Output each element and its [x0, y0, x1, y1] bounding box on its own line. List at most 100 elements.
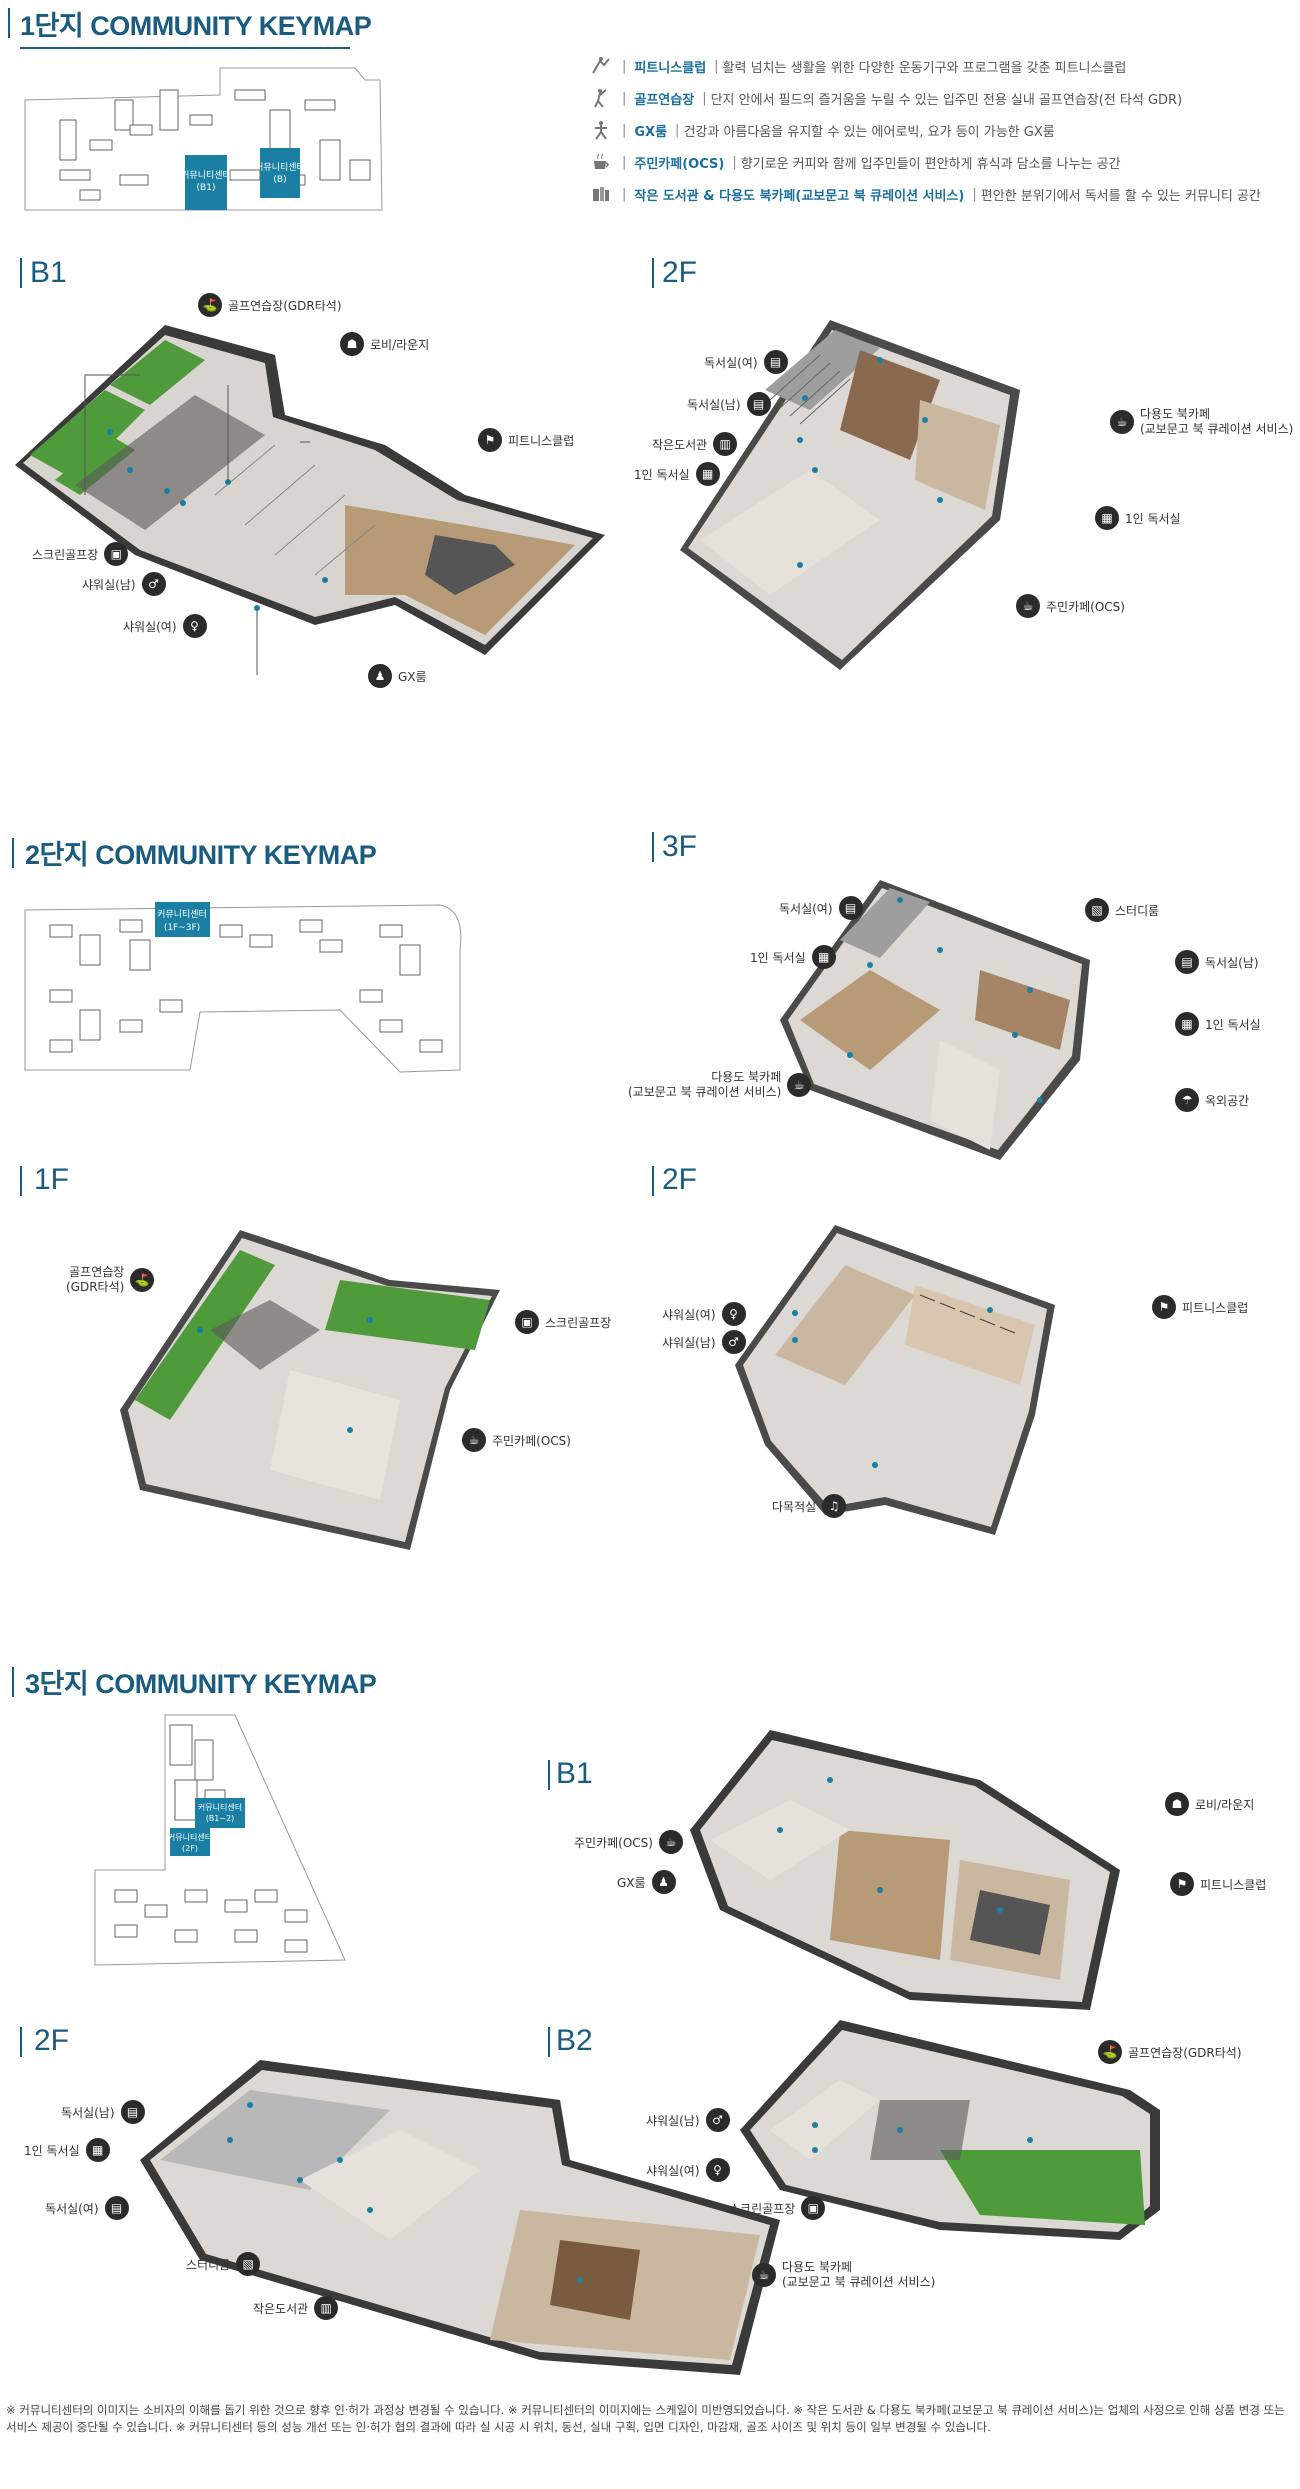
callout-small-library: 작은도서관 ▥: [652, 432, 738, 456]
legend-desc: 건강과 아름다움을 유지할 수 있는 에어로빅, 요가 등이 가능한 GX룸: [683, 124, 1055, 140]
book-icon: ▤: [763, 350, 788, 374]
legend-row-library: |작은 도서관 & 다용도 북카페(교보문고 북 큐레이션 서비스)| 편안한 …: [590, 178, 1280, 210]
keymap-complex-3: 커뮤니티센터 (B1~2) 커뮤니티센터 (2F): [94, 1714, 346, 1966]
legend-desc: 활력 넘치는 생활을 위한 다양한 운동기구와 프로그램을 갖춘 피트니스클럽: [722, 60, 1127, 76]
callout-label: 작은도서관: [253, 2301, 309, 2316]
callout-single-reading-2: ▦1인 독서실: [1095, 506, 1181, 530]
svg-text:커뮤니티센터: 커뮤니티센터: [181, 170, 231, 181]
callout-fitness-c2: ⚑피트니스클럽: [1152, 1295, 1248, 1319]
title-bar: [12, 1667, 14, 1697]
callout-reading-f-c2: 독서실(여)▤: [779, 896, 863, 920]
floor-label-c3-b2: B2: [556, 2024, 593, 2057]
gx-icon: ♟: [368, 664, 392, 688]
callout-label: 스크린골프장: [545, 1315, 612, 1330]
library-icon: ▥: [713, 432, 738, 456]
legend-row-gx: |GX룸| 건강과 아름다움을 유지할 수 있는 에어로빅, 요가 등이 가능한…: [590, 114, 1280, 146]
book-icon: ▤: [120, 2100, 145, 2124]
svg-text:(1F~3F): (1F~3F): [164, 923, 200, 933]
floor-bar: [20, 2027, 22, 2057]
fitness-icon: ⚑: [1152, 1295, 1176, 1319]
callout-label: 샤워실(남): [82, 577, 136, 592]
svg-text:커뮤니티센터: 커뮤니티센터: [157, 909, 207, 920]
cafe-icon: ☕: [658, 1830, 683, 1854]
callout-label: 작은도서관: [652, 437, 708, 452]
callout-label: 독서실(여): [779, 901, 833, 916]
book-icon: ▤: [1175, 950, 1199, 974]
keymap-complex-1: 커뮤니티센터 (B1) 커뮤니티센터 (B): [24, 67, 383, 211]
callout-sublabel: (교보문고 북 큐레이션 서비스): [628, 1085, 782, 1099]
floor-label-c1-b1: B1: [30, 256, 67, 289]
floor-plan-c2-2f: [735, 1225, 1055, 1535]
callout-reading-m-c2: ▤ 독서실(남): [1175, 950, 1259, 974]
legend-desc: 단지 안에서 필드의 즐거움을 누릴 수 있는 입주민 전용 실내 골프연습장(…: [710, 92, 1183, 108]
callout-label: GX룸: [398, 669, 427, 684]
desk-icon: ▦: [85, 2138, 110, 2162]
screen-golf-icon: ▣: [801, 2196, 826, 2220]
callout-label: 독서실(남): [1205, 955, 1259, 970]
callout-study-room-c3: 스터디룸▧: [186, 2252, 261, 2276]
library-icon: [593, 187, 609, 201]
callout-label: GX룸: [617, 1875, 646, 1890]
shower-icon: ♂: [705, 2108, 730, 2132]
callout-label: 독서실(남): [687, 397, 741, 412]
callout-fitness: ⚑피트니스클럽: [478, 428, 574, 452]
svg-text:커뮤니티센터: 커뮤니티센터: [255, 162, 305, 173]
callout-cafe-c2: ☕주민카페(OCS): [462, 1428, 571, 1452]
callout-label: 다목적실: [772, 1499, 817, 1514]
callout-label: 1인 독서실: [1125, 511, 1181, 526]
legend-desc: 편안한 분위기에서 독서를 할 수 있는 커뮤니티 공간: [980, 188, 1261, 204]
callout-label: 샤워실(여): [123, 619, 177, 634]
legend-row-golf: |골프연습장| 단지 안에서 필드의 즐거움을 누릴 수 있는 입주민 전용 실…: [590, 82, 1280, 114]
callout-cafe: ☕주민카페(OCS): [1016, 594, 1125, 618]
floor-plan-c2-3f: [780, 880, 1090, 1160]
fitness-icon: ⚑: [478, 428, 502, 452]
golf-icon: ⛳: [198, 293, 222, 317]
callout-fitness-c3: ⚑ 피트니스클럽: [1170, 1872, 1266, 1896]
callout-label: 피트니스클럽: [1200, 1877, 1267, 1892]
outdoor-icon: ☂: [1175, 1088, 1199, 1112]
callout-shower-f: 샤워실(여)♀: [123, 614, 207, 638]
callout-outdoor: ☂ 옥외공간: [1175, 1088, 1249, 1112]
title-bar: [12, 838, 14, 868]
legend-row-cafe: |주민카페(OCS)| 향기로운 커피와 함께 입주민들이 편안하게 휴식과 담…: [590, 146, 1280, 178]
callout-sublabel: (GDR타석): [66, 1280, 125, 1294]
callout-single-reading-c3: 1인 독서실 ▦: [24, 2138, 110, 2162]
section-title-2: 2단지 COMMUNITY KEYMAP: [25, 833, 377, 872]
callout-label: 골프연습장(GDR타석): [228, 298, 342, 313]
callout-label: 독서실(여): [704, 355, 758, 370]
svg-text:(B1~2): (B1~2): [206, 1814, 235, 1823]
study-icon: ▧: [236, 2252, 261, 2276]
floor-bar: [20, 258, 22, 288]
shower-icon: ♂: [721, 1330, 746, 1354]
legend-name: 피트니스클럽: [634, 60, 707, 76]
callout-label: 스크린골프장: [32, 547, 99, 562]
callout-label: 옥외공간: [1205, 1093, 1250, 1108]
callout-cafe-c3: 주민카페(OCS) ☕: [574, 1830, 683, 1854]
callout-single-reading-c2: 1인 독서실▦: [750, 945, 836, 969]
callout-shower-m: 샤워실(남)♂: [82, 572, 166, 596]
callout-shower-f-c3: 샤워실(여)♀: [646, 2158, 730, 2182]
floor-label-c3-2f: 2F: [34, 2024, 70, 2057]
floor-plan-c3-b2: [740, 2020, 1160, 2240]
callout-gx-c3: GX룸♟: [617, 1870, 676, 1894]
shower-icon: ♀: [721, 1302, 746, 1326]
floor-plan-c3-2f: [140, 2060, 780, 2375]
svg-text:(B): (B): [273, 175, 286, 185]
footnote-line: 서비스 제공이 중단될 수 있습니다. ※ 커뮤니티센터 등의 성능 개선 또는…: [6, 2420, 991, 2434]
study-icon: ▧: [1085, 898, 1109, 922]
callout-label: 주민카페(OCS): [574, 1835, 653, 1850]
callout-label: 1인 독서실: [24, 2143, 80, 2158]
floor-bar: [548, 2027, 550, 2057]
title-bar: [8, 8, 10, 38]
section-title-3: 3단지 COMMUNITY KEYMAP: [25, 1662, 377, 1701]
footnote: ※ 커뮤니티센터의 이미지는 소비자의 이해를 돕기 위한 것으로 향후 인·허…: [6, 2402, 1296, 2436]
svg-text:커뮤니티센터: 커뮤니티센터: [168, 1832, 212, 1842]
floor-bar: [548, 1760, 550, 1790]
callout-lobby-c3: ☗로비/라운지: [1165, 1792, 1254, 1816]
callout-gx: ♟ GX룸: [368, 664, 427, 688]
section-title-1: 1단지 COMMUNITY KEYMAP: [20, 4, 372, 49]
callout-golf-c3: ⛳골프연습장(GDR타석): [1098, 2040, 1242, 2064]
section-title-text: 3단지 COMMUNITY KEYMAP: [25, 1669, 377, 1699]
callout-label: 골프연습장: [69, 1265, 125, 1279]
fitness-icon: ⚑: [1170, 1872, 1194, 1896]
